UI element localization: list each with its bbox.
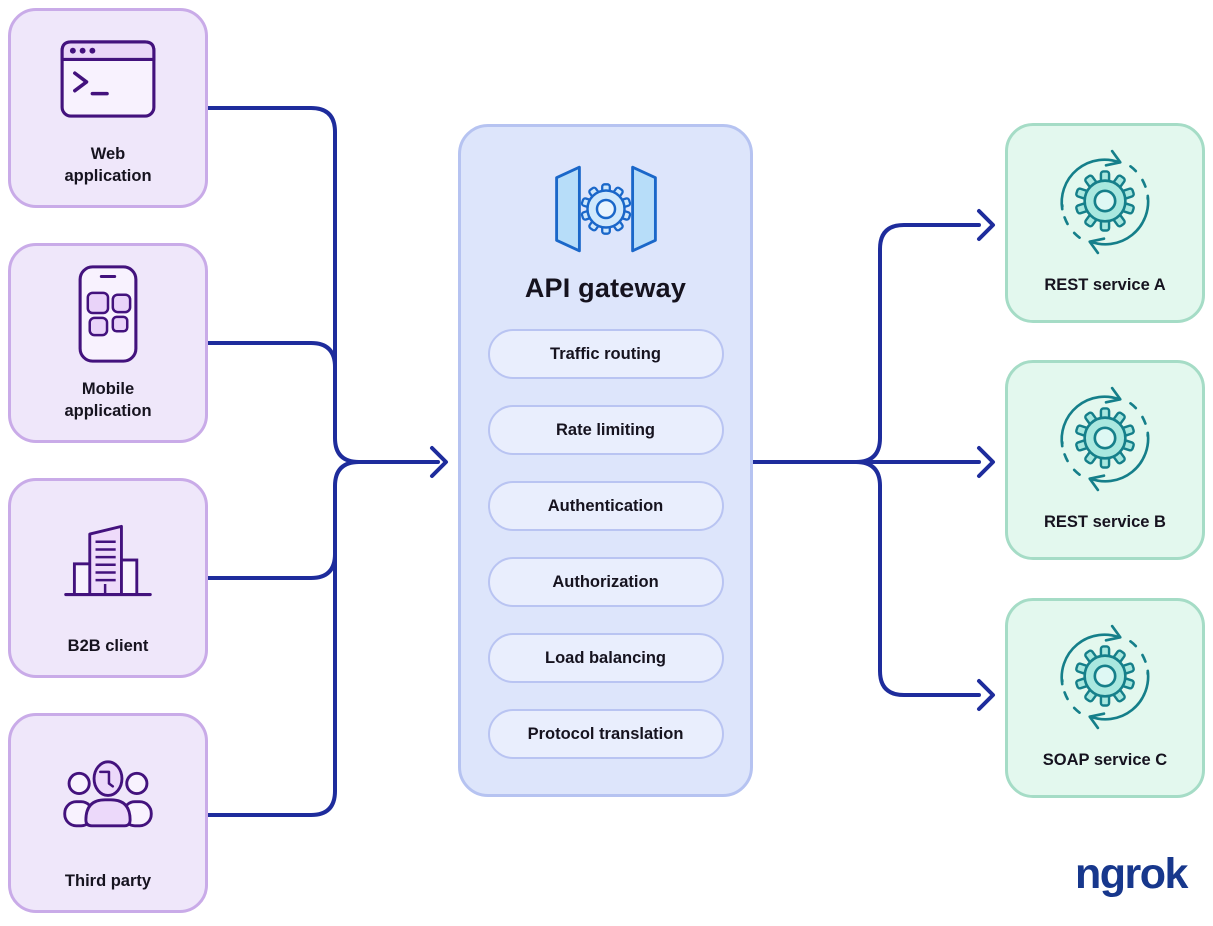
- connector-mobile-to-trunk: [206, 341, 337, 369]
- icon-region: [1008, 126, 1202, 275]
- client-label: B2B client: [67, 637, 149, 656]
- gateway-gear-icon: [549, 155, 663, 263]
- client-card-b2b-client: B2B client: [8, 478, 208, 678]
- arrowhead-service-b: [977, 446, 995, 478]
- client-label: Third party: [64, 872, 152, 891]
- people-group-icon: [58, 756, 158, 839]
- connector-b2b-to-trunk: [206, 552, 337, 580]
- api-gateway-panel: API gateway Traffic routing Rate limitin…: [458, 124, 753, 797]
- gateway-feature-pill: Rate limiting: [487, 405, 724, 455]
- arrowhead-into-gateway: [430, 446, 448, 478]
- gateway-feature-pill: Load balancing: [487, 633, 724, 683]
- icon-region: [11, 716, 205, 871]
- client-card-web-application: Web application: [8, 8, 208, 208]
- connector-gateway-to-service-c: [878, 484, 981, 697]
- gateway-feature-list: Traffic routing Rate limiting Authentica…: [487, 329, 724, 759]
- icon-region: [1008, 601, 1202, 750]
- icon-region: [1008, 363, 1202, 512]
- arrowhead-service-a: [977, 209, 995, 241]
- ngrok-logo: ngrok: [1075, 850, 1188, 898]
- client-label: Web application: [64, 145, 152, 186]
- gear-sync-icon: [1049, 146, 1161, 263]
- gateway-title: API gateway: [524, 273, 687, 303]
- service-label: REST service B: [1044, 513, 1166, 532]
- office-building-icon: [60, 517, 156, 608]
- service-label: REST service A: [1044, 276, 1166, 295]
- connector-gateway-to-service-a: [751, 223, 981, 464]
- client-label: Mobile application: [64, 380, 152, 421]
- service-card-rest-a: REST service A: [1005, 123, 1205, 323]
- icon-region: [11, 481, 205, 636]
- terminal-window-icon: [58, 38, 158, 125]
- connector-branch-down-curve: [854, 460, 882, 488]
- service-label: SOAP service C: [1042, 751, 1168, 770]
- connector-web-to-gateway: [206, 106, 440, 464]
- client-card-third-party: Third party: [8, 713, 208, 913]
- gear-sync-icon: [1049, 383, 1161, 500]
- gateway-feature-pill: Authentication: [487, 481, 724, 531]
- smartphone-icon: [77, 264, 139, 369]
- gear-sync-icon: [1049, 621, 1161, 738]
- icon-region: [11, 246, 205, 379]
- service-card-rest-b: REST service B: [1005, 360, 1205, 560]
- service-card-soap-c: SOAP service C: [1005, 598, 1205, 798]
- client-card-mobile-application: Mobile application: [8, 243, 208, 443]
- gateway-feature-pill: Authorization: [487, 557, 724, 607]
- gateway-feature-pill: Protocol translation: [487, 709, 724, 759]
- arrowhead-service-c: [977, 679, 995, 711]
- connector-thirdparty-to-gateway: [206, 460, 361, 817]
- icon-region: [11, 11, 205, 144]
- gateway-feature-pill: Traffic routing: [487, 329, 724, 379]
